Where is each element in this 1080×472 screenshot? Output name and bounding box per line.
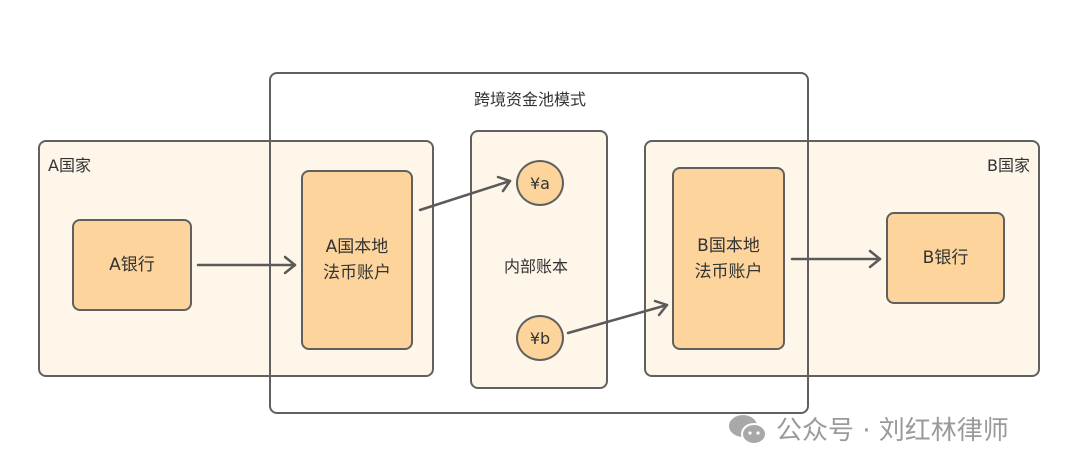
arrow-account-b-to-bank-b xyxy=(790,249,882,269)
bank-b-label: B银行 xyxy=(922,248,969,268)
sub-account-a: ¥a xyxy=(516,160,564,206)
arrow-account-a-to-sub-a xyxy=(418,175,512,212)
account-a-line1: A国本地 xyxy=(325,237,389,257)
bank-a-label: A银行 xyxy=(109,255,155,275)
arrow-bank-a-to-account-a xyxy=(196,255,297,275)
ledger-label: 内部账本 xyxy=(504,257,569,276)
cash-pool-region xyxy=(269,72,809,414)
sub-account-b: ¥b xyxy=(516,315,564,361)
bank-a-box: A银行 xyxy=(72,219,192,311)
bank-b-box: B银行 xyxy=(886,212,1005,304)
account-a-line2: 法币账户 xyxy=(323,263,391,283)
sub-account-b-label: ¥b xyxy=(529,328,551,348)
account-b-line1: B国本地 xyxy=(697,235,760,256)
country-a-label: A国家 xyxy=(48,156,91,175)
account-b-box: B国本地 法币账户 xyxy=(672,167,785,350)
account-a-box: A国本地 法币账户 xyxy=(301,170,413,350)
watermark: 公众号 · 刘红林律师 xyxy=(728,410,1009,447)
arrow-sub-b-to-account-b xyxy=(566,299,669,335)
account-b-line2: 法币账户 xyxy=(694,261,763,282)
country-b-label: B国家 xyxy=(987,156,1030,175)
wechat-icon xyxy=(729,414,767,445)
pool-title: 跨境资金池模式 xyxy=(474,90,587,109)
sub-account-a-label: ¥a xyxy=(530,173,550,193)
watermark-text: 公众号 · 刘红林律师 xyxy=(776,416,1009,446)
